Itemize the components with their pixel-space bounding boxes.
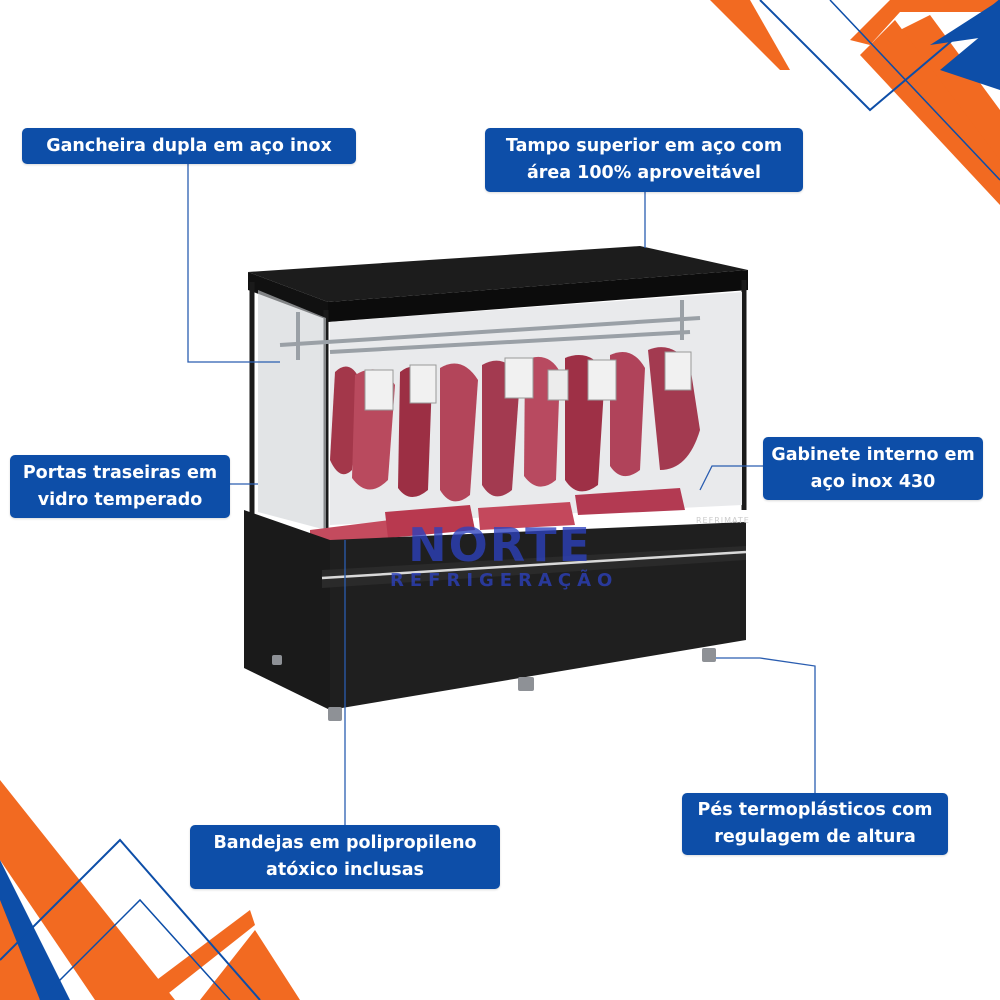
feet — [272, 648, 716, 721]
hook-rails — [279, 300, 701, 360]
lower-cabinet — [244, 510, 330, 710]
watermark-brand: NORTE — [408, 518, 592, 572]
watermark-subtitle: REFRIGERAÇÃO — [390, 570, 619, 591]
top-right-chevrons — [710, 0, 1000, 205]
watermark-logo: NORTE REFRIGERAÇÃO — [390, 518, 619, 592]
callout-tampo: Tampo superior em aço com área 100% apro… — [485, 128, 803, 192]
callout-gancheira: Gancheira dupla em aço inox — [22, 128, 356, 164]
bottom-left-chevrons — [0, 780, 300, 1000]
meat-cuts — [330, 347, 700, 502]
callout-gabinete: Gabinete interno em aço inox 430 — [763, 437, 983, 500]
callout-portas: Portas traseiras em vidro temperado — [10, 455, 230, 518]
callout-bandejas: Bandejas em polipropileno atóxico inclus… — [190, 825, 500, 889]
callout-lines — [187, 160, 816, 825]
brand-badge: REFRIMATE — [696, 516, 750, 525]
top-lid — [248, 246, 748, 302]
callout-pes: Pés termoplásticos com regulagem de altu… — [682, 793, 948, 855]
